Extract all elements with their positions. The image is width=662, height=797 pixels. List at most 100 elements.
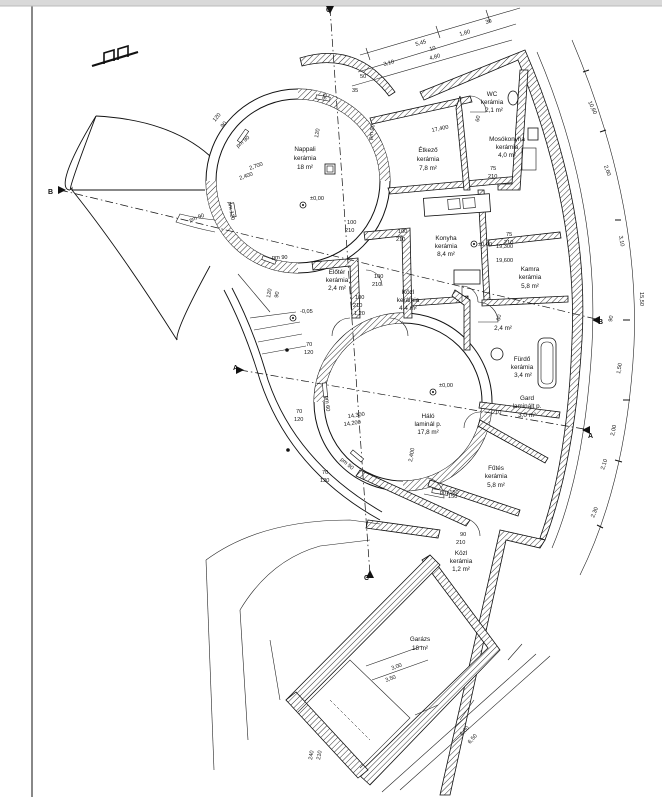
outer-curved-wall [419, 49, 594, 796]
section-a-right: A [588, 433, 593, 440]
svg-text:kerámia: kerámia [435, 243, 458, 250]
svg-text:5,8 m²: 5,8 m² [487, 482, 505, 489]
planter-wall [299, 52, 396, 97]
section-b-right: B [598, 319, 603, 326]
svg-text:210: 210 [396, 237, 405, 243]
svg-text:17,8 m²: 17,8 m² [417, 429, 438, 436]
room-kozi-1: Közl kerámia 4,4 m² [397, 289, 420, 312]
svg-text:2,400: 2,400 [239, 171, 254, 181]
bathroom-fixtures [490, 90, 557, 389]
room-etkezo: Étkező kerámia 7,8 m² [417, 145, 440, 172]
svg-text:70: 70 [322, 470, 328, 476]
svg-text:kerámia: kerámia [481, 99, 504, 106]
svg-text:210: 210 [456, 540, 465, 546]
room-gard: Gard laminált p. 3,0 m² [513, 395, 542, 419]
svg-text:Garázs: Garázs [410, 636, 430, 643]
svg-text:pm 90: pm 90 [368, 124, 377, 140]
svg-text:pm 90: pm 90 [339, 457, 355, 472]
svg-text:120: 120 [212, 112, 223, 123]
room-small-storage: 2,4 m² [494, 325, 512, 332]
svg-text:18 m²: 18 m² [412, 645, 428, 652]
svg-text:Étkező: Étkező [418, 145, 438, 154]
svg-text:100: 100 [347, 220, 356, 226]
living-room-wall [205, 88, 391, 274]
svg-text:210: 210 [353, 303, 362, 309]
svg-text:120: 120 [320, 478, 329, 484]
right-dimension-line [571, 39, 635, 576]
svg-text:3,4 m²: 3,4 m² [514, 372, 532, 379]
svg-text:7,8 m²: 7,8 m² [419, 165, 437, 172]
svg-text:10,60: 10,60 [586, 100, 597, 115]
kitchen-counter [423, 193, 491, 285]
svg-text:10: 10 [429, 45, 437, 52]
interior-walls [311, 69, 569, 539]
room-floor: kerámia [294, 155, 317, 162]
svg-text:pm 120: pm 120 [226, 201, 235, 220]
section-b-left: B [48, 189, 53, 196]
svg-text:kerámia: kerámia [496, 144, 519, 151]
svg-text:2,4 m²: 2,4 m² [494, 325, 512, 332]
svg-text:pm 90: pm 90 [235, 135, 251, 150]
svg-text:kerámia: kerámia [326, 277, 349, 284]
room-mosokonyha: Mosókonyha kerámia 4,0 m² [489, 136, 525, 159]
svg-text:90: 90 [220, 121, 229, 130]
svg-text:2,700: 2,700 [249, 161, 264, 171]
svg-text:laminált p.: laminált p. [513, 403, 542, 410]
svg-text:kerámia: kerámia [519, 274, 542, 281]
garage-dimensions [365, 643, 551, 793]
svg-text:Előtér: Előtér [329, 269, 345, 276]
svg-text:60: 60 [475, 115, 482, 122]
svg-text:pm 90: pm 90 [189, 213, 206, 224]
svg-text:210: 210 [504, 240, 513, 246]
svg-text:4,0 m²: 4,0 m² [498, 152, 516, 159]
svg-text:WC: WC [487, 91, 498, 98]
bedroom-wall [313, 312, 493, 492]
svg-text:210: 210 [316, 750, 324, 760]
entry-area [205, 273, 383, 771]
svg-text:pm 150: pm 150 [440, 490, 459, 496]
svg-text:kerámia: kerámia [417, 156, 440, 163]
svg-text:4,80: 4,80 [429, 53, 441, 62]
svg-text:8,4 m²: 8,4 m² [437, 251, 455, 258]
svg-text:210: 210 [488, 174, 497, 180]
svg-text:kerámia: kerámia [485, 473, 508, 480]
north-arrow-icon [91, 44, 139, 68]
svg-text:120: 120 [304, 350, 313, 356]
svg-text:5,8 m²: 5,8 m² [521, 283, 539, 290]
svg-text:2,4 m²: 2,4 m² [328, 285, 346, 292]
room-nappali: Nappali kerámia 18 m² [294, 146, 317, 171]
svg-text:Mosókonyha: Mosókonyha [489, 136, 525, 143]
svg-text:6,00: 6,00 [459, 725, 471, 737]
svg-text:15,50: 15,50 [638, 292, 644, 306]
svg-text:14,300: 14,300 [347, 412, 365, 420]
top-dimensions [351, 7, 521, 87]
svg-text:70: 70 [296, 409, 302, 415]
svg-text:2,30: 2,30 [590, 506, 600, 518]
svg-text:210: 210 [492, 410, 501, 416]
svg-text:2,400: 2,400 [408, 448, 416, 463]
svg-text:50: 50 [360, 74, 366, 80]
level-markers [289, 201, 478, 396]
svg-text:3,00: 3,00 [391, 663, 403, 672]
svg-text:70: 70 [306, 342, 312, 348]
svg-text:6,50: 6,50 [467, 733, 479, 745]
svg-text:120: 120 [266, 288, 274, 298]
room-name: Nappali [294, 146, 315, 153]
svg-text:30: 30 [485, 18, 493, 25]
room-area: 18 m² [297, 164, 313, 171]
room-eloter: Előtér kerámia 2,4 m² [326, 269, 349, 292]
right-arc-dimension-texts: 15,50 90 1,50 2,00 2,10 2,30 3,10 2,60 1… [586, 100, 644, 518]
svg-text:kerámia: kerámia [397, 297, 420, 304]
svg-text:3,10: 3,10 [617, 235, 625, 247]
svg-text:2,1 m²: 2,1 m² [485, 107, 503, 114]
svg-text:Kamra: Kamra [521, 266, 540, 273]
svg-text:120: 120 [314, 128, 322, 138]
room-konyha: Konyha kerámia 8,4 m² [435, 235, 458, 258]
garage [285, 554, 501, 786]
level-halo: ±0,00 [439, 383, 453, 389]
section-c-bottom: C [364, 575, 369, 582]
svg-text:5,45: 5,45 [415, 39, 427, 48]
room-wc: WC kerámia 2,1 m² [481, 91, 504, 114]
svg-text:3,50: 3,50 [385, 675, 397, 684]
